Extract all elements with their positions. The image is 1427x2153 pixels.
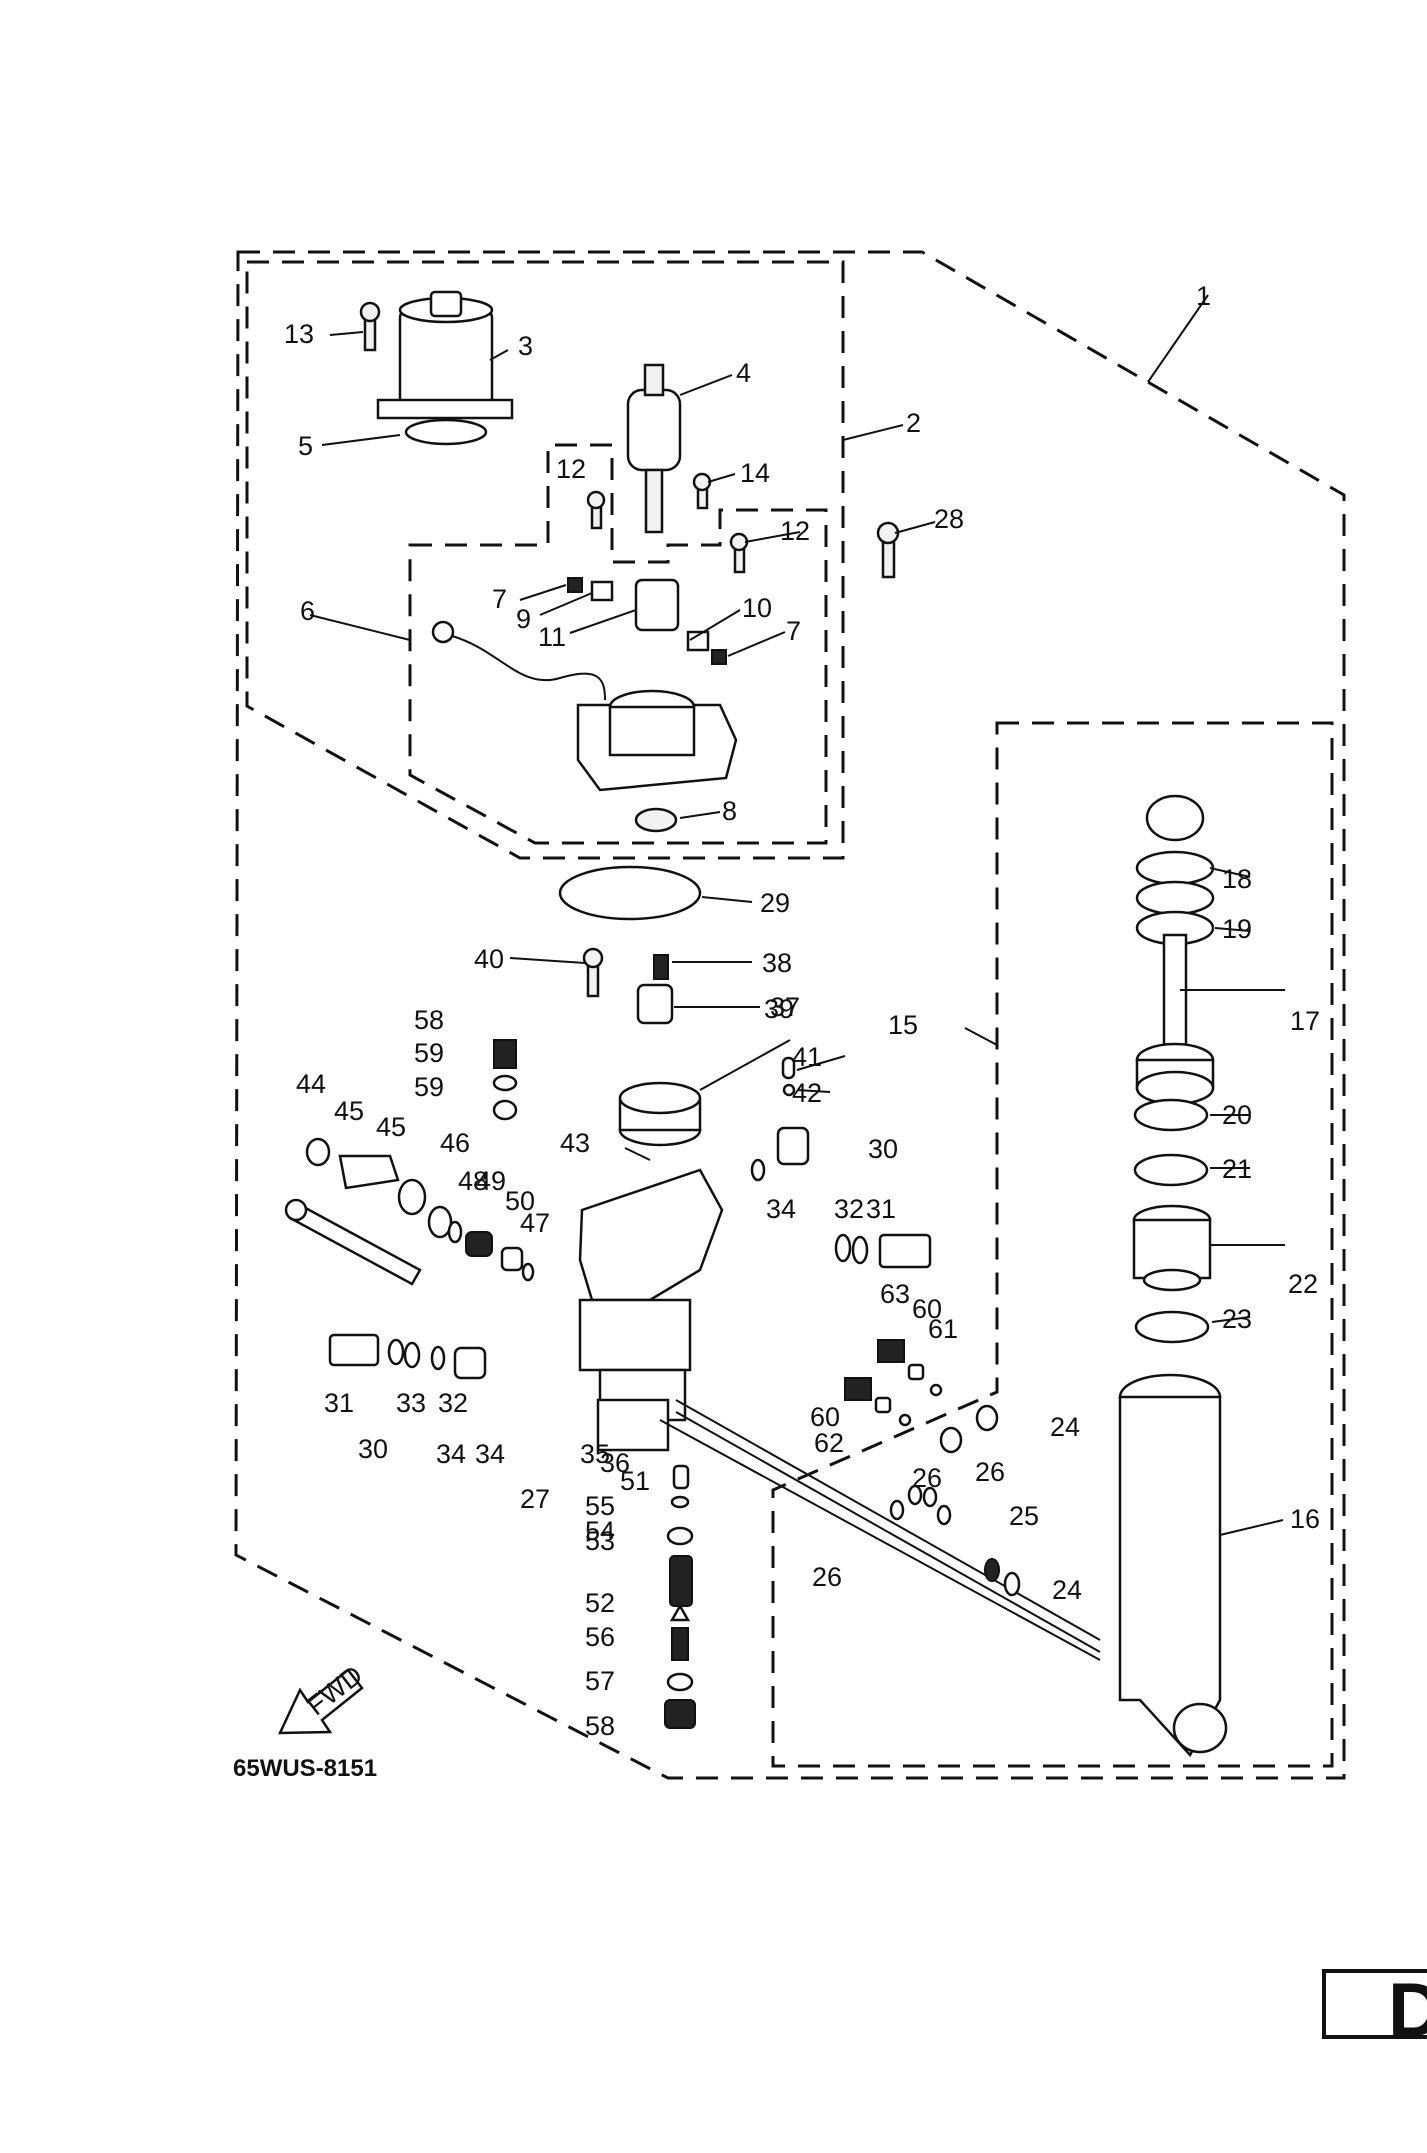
callout-13: 13 <box>284 319 314 349</box>
callout-21: 21 <box>1222 1154 1252 1184</box>
motor-assembly <box>359 290 900 921</box>
callout-45: 45 <box>376 1112 406 1142</box>
callout-16: 16 <box>1290 1504 1320 1534</box>
callout-38: 38 <box>762 948 792 978</box>
callout-41: 41 <box>792 1042 822 1072</box>
callout-59: 59 <box>414 1038 444 1068</box>
callout-30: 30 <box>358 1434 388 1464</box>
callout-30: 30 <box>868 1134 898 1164</box>
callout-31: 31 <box>866 1194 896 1224</box>
callout-24: 24 <box>1050 1412 1080 1442</box>
callout-50: 50 <box>505 1186 535 1216</box>
callout-49: 49 <box>476 1166 506 1196</box>
callout-18: 18 <box>1222 864 1252 894</box>
callout-42: 42 <box>792 1078 822 1108</box>
callout-7: 7 <box>786 616 801 646</box>
callout-57: 57 <box>585 1666 615 1696</box>
callout-36: 36 <box>600 1448 630 1478</box>
callout-5: 5 <box>298 431 313 461</box>
callout-9: 9 <box>516 604 531 634</box>
fwd-label: FWD <box>301 1660 368 1721</box>
callout-34: 34 <box>436 1439 466 1469</box>
callout-4: 4 <box>736 358 751 388</box>
callout-8: 8 <box>722 796 737 826</box>
callout-34: 34 <box>766 1194 796 1224</box>
callout-46: 46 <box>440 1128 470 1158</box>
callout-40: 40 <box>474 944 504 974</box>
callout-56: 56 <box>585 1622 615 1652</box>
callout-58: 58 <box>585 1711 615 1741</box>
callout-1: 1 <box>1196 281 1211 311</box>
callout-12: 12 <box>780 516 810 546</box>
callout-61: 61 <box>928 1314 958 1344</box>
callout-14: 14 <box>740 458 770 488</box>
callout-3: 3 <box>518 331 533 361</box>
callout-35: 35 <box>580 1439 610 1469</box>
callout-25: 25 <box>1009 1501 1039 1531</box>
callout-39: 39 <box>764 994 794 1024</box>
callout-59: 59 <box>414 1072 444 1102</box>
callout-51: 51 <box>620 1466 650 1496</box>
callout-54: 54 <box>585 1516 615 1546</box>
callout-48: 48 <box>458 1166 488 1196</box>
callout-60: 60 <box>810 1402 840 1432</box>
callout-34: 34 <box>475 1439 505 1469</box>
callout-27: 27 <box>520 1484 550 1514</box>
drawing-code: 65WUS-8151 <box>233 1755 377 1782</box>
fwd-arrow-icon: FWD <box>278 1660 368 1735</box>
callout-45: 45 <box>334 1096 364 1126</box>
callout-7: 7 <box>492 584 507 614</box>
callout-32: 32 <box>438 1388 468 1418</box>
callout-12: 12 <box>556 454 586 484</box>
callout-55: 55 <box>585 1491 615 1521</box>
callout-26: 26 <box>975 1457 1005 1487</box>
callout-52: 52 <box>585 1588 615 1618</box>
callout-37: 37 <box>770 992 800 1022</box>
assembly-boundaries <box>234 250 1346 1780</box>
callout-29: 29 <box>760 888 790 918</box>
callout-2: 2 <box>906 408 921 438</box>
page-badge: D <box>1322 1968 1427 2053</box>
callout-62: 62 <box>814 1428 844 1458</box>
callout-44: 44 <box>296 1069 326 1099</box>
callout-20: 20 <box>1222 1100 1252 1130</box>
callout-10: 10 <box>742 593 772 623</box>
pump-body-assembly <box>284 947 1101 1729</box>
callout-26: 26 <box>912 1463 942 1493</box>
callout-60: 60 <box>912 1294 942 1324</box>
callout-6: 6 <box>300 596 315 626</box>
callout-58: 58 <box>414 1005 444 1035</box>
page-badge-letter: D <box>1388 1968 1427 2053</box>
callout-28: 28 <box>934 504 964 534</box>
callout-22: 22 <box>1288 1269 1318 1299</box>
callout-63: 63 <box>880 1279 910 1309</box>
callout-11: 11 <box>538 622 566 652</box>
callout-15: 15 <box>888 1010 918 1040</box>
callout-33: 33 <box>396 1388 426 1418</box>
callout-47: 47 <box>520 1208 550 1238</box>
callout-32: 32 <box>834 1194 864 1224</box>
callout-31: 31 <box>324 1388 354 1418</box>
callout-24: 24 <box>1052 1575 1082 1605</box>
callout-26: 26 <box>812 1562 842 1592</box>
leader-lines <box>309 294 1285 1536</box>
callout-19: 19 <box>1222 914 1252 944</box>
tilt-cylinder-assembly <box>1118 794 1228 1758</box>
callout-17: 17 <box>1290 1006 1320 1036</box>
callout-53: 53 <box>585 1526 615 1556</box>
callout-43: 43 <box>560 1128 590 1158</box>
callout-23: 23 <box>1222 1304 1252 1334</box>
